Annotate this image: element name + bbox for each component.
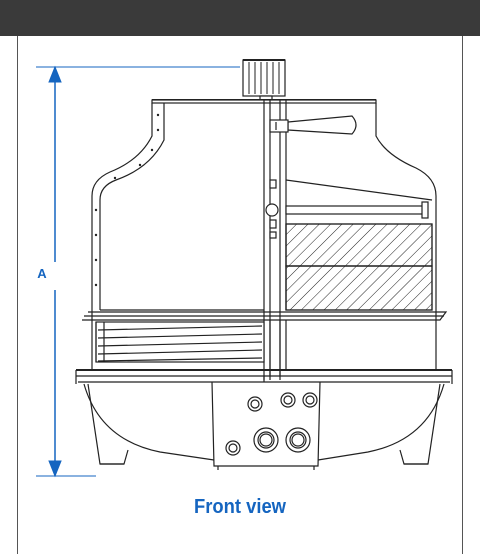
view-caption: Front view xyxy=(193,496,286,518)
shell-right-outer xyxy=(375,103,437,310)
motor-fins xyxy=(248,62,280,94)
dimension-arrow-bottom xyxy=(48,460,62,478)
fill-media xyxy=(285,223,433,311)
motor xyxy=(242,59,286,97)
port xyxy=(247,396,263,412)
fan-blade xyxy=(269,115,357,135)
tower-outline xyxy=(75,59,453,470)
dimension-label: A xyxy=(37,266,47,281)
shell-left-outer xyxy=(91,103,153,310)
port xyxy=(302,392,318,408)
air-inlet-louvers xyxy=(82,311,448,363)
shell-rivets xyxy=(94,113,160,287)
port xyxy=(225,440,241,456)
header-bar xyxy=(0,0,480,36)
dimension-arrow-top xyxy=(48,65,62,83)
content-frame xyxy=(17,36,463,554)
connection-panel xyxy=(211,381,321,470)
distribution-pipe xyxy=(265,179,429,239)
dimension-a xyxy=(36,65,240,478)
port xyxy=(280,392,296,408)
shell-left-inner xyxy=(99,103,165,310)
